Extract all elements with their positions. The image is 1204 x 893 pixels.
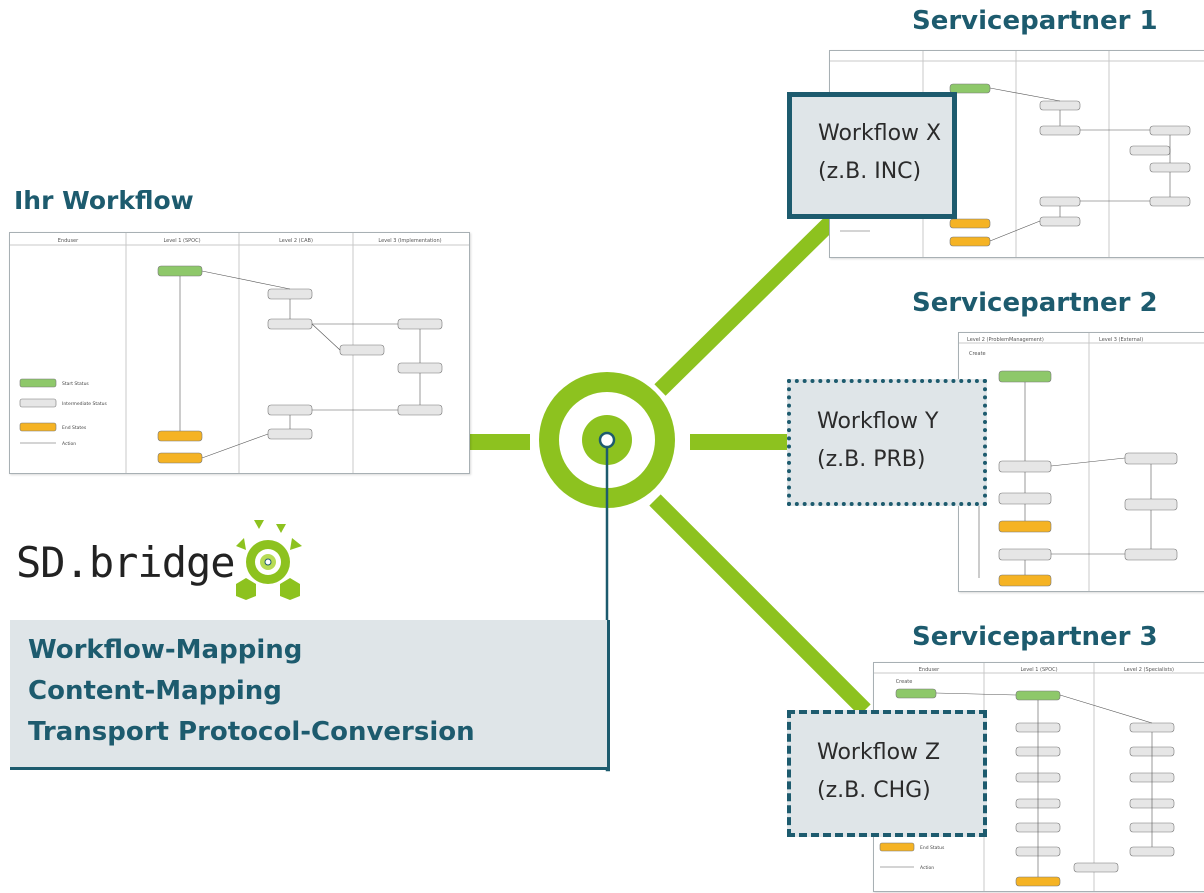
legend-label: Intermediate Status (62, 401, 107, 407)
connector-workflow-z (649, 494, 871, 716)
feature-item: Transport Protocol-Conversion (28, 717, 475, 747)
workflow-x-name: Workflow X (818, 121, 942, 146)
hub-node-icon (598, 431, 616, 449)
legend-label: End States (62, 425, 87, 431)
workflow-z-example: (z.B. CHG) (817, 778, 931, 803)
legend-label: End Status (920, 845, 945, 851)
legend-label: Action (62, 441, 76, 447)
legend-label: Start Status (62, 381, 89, 387)
lane-label: Enduser (919, 667, 940, 673)
servicepartner-2-diagram: Level 2 (ProblemManagement) Level 3 (Ext… (958, 332, 1204, 592)
workflow-z-box: Workflow Z (z.B. CHG) (787, 710, 987, 837)
lane-label: Level 1 (SPOC) (163, 238, 200, 244)
servicepartner-3-title: Servicepartner 3 (912, 622, 1158, 652)
lane-label: Level 3 (External) (1099, 337, 1143, 343)
lane-label: Level 2 (Specialists) (1124, 667, 1174, 673)
workflow-y-box: Workflow Y (z.B. PRB) (787, 379, 987, 506)
connector-workflow-x (654, 212, 841, 396)
workflow-x-example: (z.B. INC) (818, 159, 922, 184)
sdbridge-logo-text: SD.bridge (16, 538, 236, 587)
sdbridge-logo-icon (236, 520, 302, 600)
lane-label: Level 2 (CAB) (279, 238, 313, 244)
lane-label: Level 2 (ProblemManagement) (967, 337, 1044, 343)
workflow-y-example: (z.B. PRB) (817, 447, 926, 472)
feature-list: Workflow-Mapping Content-Mapping Transpo… (10, 620, 610, 770)
own-workflow-title: Ihr Workflow (14, 186, 194, 215)
servicepartner-2-title: Servicepartner 2 (912, 288, 1158, 318)
legend-label: Action (920, 865, 934, 871)
create-label: Create (896, 679, 913, 685)
workflow-z-name: Workflow Z (817, 740, 941, 765)
feature-item: Workflow-Mapping (28, 635, 303, 665)
create-label: Create (969, 351, 986, 357)
lane-label: Level 3 (Implementation) (378, 238, 441, 244)
lane-label: Enduser (58, 238, 79, 244)
servicepartner-1-title: Servicepartner 1 (912, 6, 1158, 36)
feature-item: Content-Mapping (28, 676, 282, 706)
servicepartner-3-diagram: Enduser Level 1 (SPOC) Level 2 (Speciali… (873, 662, 1204, 892)
workflow-x-box: Workflow X (z.B. INC) (787, 92, 957, 219)
hub-to-features-line (605, 447, 610, 772)
lane-label: Level 1 (SPOC) (1020, 667, 1057, 673)
workflow-y-name: Workflow Y (817, 409, 939, 434)
own-workflow-diagram: Enduser Level 1 (SPOC) Level 2 (CAB) Lev… (9, 232, 470, 474)
